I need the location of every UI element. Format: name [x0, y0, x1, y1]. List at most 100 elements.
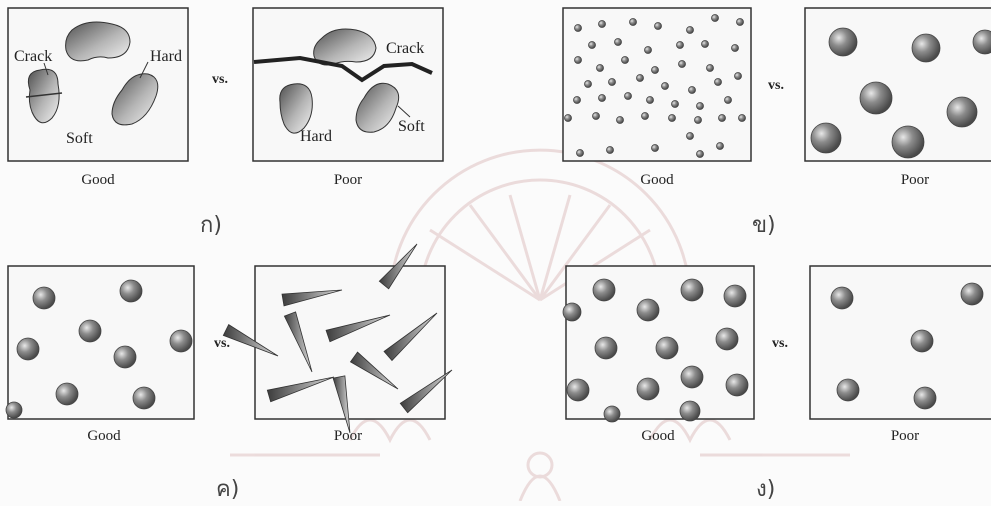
- caption-c-poor: Poor: [288, 428, 408, 445]
- particle: [737, 19, 744, 26]
- particle: [681, 279, 703, 301]
- particle: [911, 330, 933, 352]
- particle: [702, 41, 709, 48]
- panel-b-good: [563, 8, 751, 161]
- particle: [732, 45, 739, 52]
- subcaption-a: ก): [200, 207, 222, 242]
- particle: [622, 57, 629, 64]
- particle: [609, 79, 616, 86]
- particle: [652, 67, 659, 74]
- hard-particle: [66, 22, 130, 61]
- particle: [563, 303, 581, 321]
- particle: [912, 34, 940, 62]
- particle: [599, 95, 606, 102]
- panel-c-good: [6, 266, 194, 419]
- vs-label-b: vs.: [768, 78, 784, 94]
- vs-label-a: vs.: [212, 72, 228, 88]
- particle: [739, 115, 746, 122]
- soft-label: Soft: [398, 118, 425, 136]
- particle: [724, 285, 746, 307]
- particle: [652, 145, 659, 152]
- caption-c-good: Good: [44, 428, 164, 445]
- particle: [725, 97, 732, 104]
- particle: [655, 23, 662, 30]
- particle: [735, 73, 742, 80]
- particle: [33, 287, 55, 309]
- particle: [574, 97, 581, 104]
- particle: [669, 115, 676, 122]
- particle: [599, 21, 606, 28]
- particle: [114, 346, 136, 368]
- crack-label: Crack: [14, 48, 52, 66]
- panel-d-poor: [810, 266, 991, 419]
- particle: [892, 126, 924, 158]
- panel-d-good: [563, 266, 754, 422]
- particle: [617, 117, 624, 124]
- particle: [715, 79, 722, 86]
- crack-label: Crack: [386, 40, 424, 58]
- particle: [860, 82, 892, 114]
- particle: [831, 287, 853, 309]
- caption-b-poor: Poor: [855, 172, 975, 189]
- particle: [662, 83, 669, 90]
- soft-label: Soft: [66, 130, 93, 148]
- particle: [837, 379, 859, 401]
- particle: [689, 87, 696, 94]
- caption-b-good: Good: [597, 172, 717, 189]
- particle: [567, 379, 589, 401]
- particle: [17, 338, 39, 360]
- particle: [726, 374, 748, 396]
- particle: [625, 93, 632, 100]
- particle: [687, 27, 694, 34]
- particle: [630, 19, 637, 26]
- particle: [961, 283, 983, 305]
- particle: [593, 113, 600, 120]
- particle: [595, 337, 617, 359]
- panel-a-poor: [253, 8, 443, 161]
- particle: [565, 115, 572, 122]
- particle: [170, 330, 192, 352]
- particle: [6, 402, 22, 418]
- caption-a-good: Good: [38, 172, 158, 189]
- particle: [615, 39, 622, 46]
- particle: [679, 61, 686, 68]
- particle: [717, 143, 724, 150]
- particle: [607, 147, 614, 154]
- particle: [677, 42, 684, 49]
- particle: [647, 97, 654, 104]
- particle: [585, 81, 592, 88]
- caption-a-poor: Poor: [288, 172, 408, 189]
- particle: [589, 42, 596, 49]
- particle: [56, 383, 78, 405]
- particle: [707, 65, 714, 72]
- particle: [577, 150, 584, 157]
- particle: [656, 337, 678, 359]
- vs-label-c: vs.: [214, 336, 230, 352]
- particle: [697, 151, 704, 158]
- particle: [120, 280, 142, 302]
- panel-b-poor: [805, 8, 991, 161]
- particle: [597, 65, 604, 72]
- particle: [604, 406, 620, 422]
- particle: [687, 133, 694, 140]
- hard-label: Hard: [150, 48, 182, 66]
- particle: [79, 320, 101, 342]
- particle: [914, 387, 936, 409]
- panel-a-good: [8, 8, 188, 161]
- particle: [829, 28, 857, 56]
- caption-d-good: Good: [598, 428, 718, 445]
- particle: [811, 123, 841, 153]
- particle: [637, 378, 659, 400]
- vs-label-d: vs.: [772, 336, 788, 352]
- caption-d-poor: Poor: [845, 428, 965, 445]
- particle: [695, 117, 702, 124]
- subcaption-b: ข): [752, 207, 776, 242]
- hard-label: Hard: [300, 128, 332, 146]
- particle: [697, 103, 704, 110]
- particle: [645, 47, 652, 54]
- particle: [575, 57, 582, 64]
- panel-c-poor: [223, 244, 452, 433]
- particle: [637, 75, 644, 82]
- particle: [680, 401, 700, 421]
